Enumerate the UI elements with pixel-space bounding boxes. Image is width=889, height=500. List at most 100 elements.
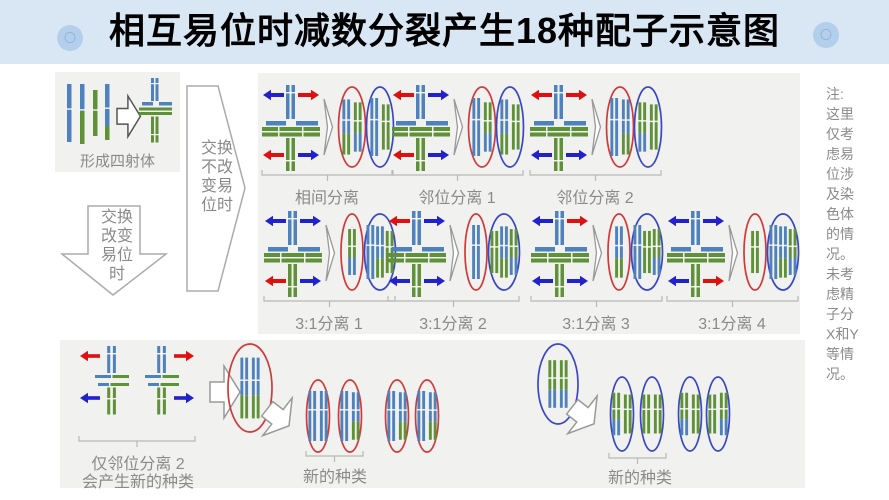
arrow-head [389, 215, 397, 227]
chromatid [779, 226, 783, 259]
quadrivalent-formation-diagram [66, 78, 172, 144]
chromatid [348, 229, 352, 258]
chromatid [626, 133, 630, 155]
chromatid [504, 226, 508, 259]
result-arrow-icon [323, 98, 334, 156]
chromatid [649, 104, 653, 150]
chromatid [385, 230, 389, 274]
centromere-mark [353, 120, 363, 122]
chromatid [256, 357, 260, 396]
arrow-head [437, 275, 445, 287]
segregation-figure: 3:1分离 1 [260, 207, 398, 334]
quadrivalent-cross [530, 85, 588, 171]
chromatid [340, 391, 344, 441]
chromosome [105, 84, 110, 126]
chromatid [403, 392, 407, 422]
arrow-head [313, 275, 321, 287]
arrow-head [313, 215, 321, 227]
chromatid [353, 132, 357, 152]
segregation-label: 3:1分离 3 [562, 316, 630, 333]
gamete-ellipse-blue [363, 213, 397, 291]
chromatid [680, 392, 684, 420]
gamete-ellipse-blue [677, 376, 703, 452]
arrow-head [579, 149, 587, 161]
arrow-head [441, 89, 449, 101]
chromatid [390, 230, 394, 274]
chromatid [617, 419, 621, 436]
centromere-mark [347, 245, 357, 248]
centromere-mark [511, 120, 521, 123]
centromere-mark [499, 119, 509, 121]
chromatid [428, 392, 432, 422]
centromere-mark [471, 244, 481, 246]
quadrivalent-cross [264, 211, 322, 297]
gamete-ellipse-blue [537, 343, 579, 425]
centromere-mark [653, 408, 663, 411]
centromere-mark [547, 377, 557, 379]
chromatid [488, 132, 492, 152]
segregation-diagram [391, 85, 525, 181]
chromatid [719, 419, 723, 436]
result-arrow-icon [728, 224, 739, 282]
chromatid [356, 392, 360, 422]
quadrivalent-cross [531, 211, 589, 297]
gamete-ellipse-blue [630, 213, 664, 291]
chromatid [793, 229, 797, 258]
chromatid [509, 257, 513, 275]
chromatid [553, 389, 557, 408]
arrow-head [389, 275, 397, 287]
chromatid [500, 99, 504, 134]
arrow-head [532, 275, 540, 287]
centromere-mark [307, 409, 317, 411]
segregation-diagram [666, 211, 800, 307]
chromatid [256, 395, 260, 419]
chromatid [514, 229, 518, 258]
chromatid [719, 392, 723, 420]
chromatid [647, 230, 651, 274]
chromatid [617, 392, 621, 420]
gamete-ellipse-red [414, 379, 440, 453]
chromatid [619, 258, 623, 278]
split-quadrivalent [145, 346, 194, 415]
centromere-mark [788, 245, 798, 248]
segregation-label: 邻位分离 2 [556, 190, 634, 207]
segregation-figure: 3:1分离 4 [663, 207, 801, 334]
chromatid [490, 230, 494, 274]
chromatid [500, 133, 504, 155]
arrow-head [80, 350, 88, 362]
arrow-head [80, 392, 88, 404]
chromatid [713, 394, 717, 434]
chromatid [483, 132, 487, 152]
brace [305, 451, 364, 462]
centromere-mark [621, 119, 631, 121]
segregation-figure: 相间分离 [258, 81, 396, 208]
arrow-head [311, 89, 319, 101]
gamete-ellipse-red [227, 343, 273, 433]
chromatid [488, 102, 492, 133]
chromatid [245, 395, 249, 419]
arrow-exchange-no-change [186, 85, 246, 292]
chromatid [643, 230, 647, 274]
split-quadrivalent [80, 346, 129, 415]
chromatid [783, 258, 787, 278]
chromatid [356, 421, 360, 440]
chromatid [511, 104, 515, 150]
gamete-ellipse-red [605, 86, 635, 168]
chromatid [347, 133, 351, 155]
centromere-mark [369, 118, 379, 121]
arrow-head [580, 275, 588, 287]
chromatid [643, 132, 647, 152]
arrow-head [531, 149, 539, 161]
chromatid [623, 394, 627, 434]
chromatid [657, 229, 661, 258]
chromatid [654, 104, 658, 150]
note-text: 注: 这里 仅考 虑易 位涉 及染 色体 的情 况。 未考 虑精 子分 X和Y … [826, 86, 859, 382]
centromere-mark [509, 245, 519, 248]
chromatid [788, 257, 792, 275]
quadrivalent-cross [392, 85, 450, 171]
segregation-label: 3:1分离 1 [295, 316, 363, 333]
centromere-mark [416, 409, 426, 411]
chromatid [240, 395, 244, 419]
gamete-ellipse-red [607, 213, 631, 291]
chromosome [105, 126, 110, 140]
